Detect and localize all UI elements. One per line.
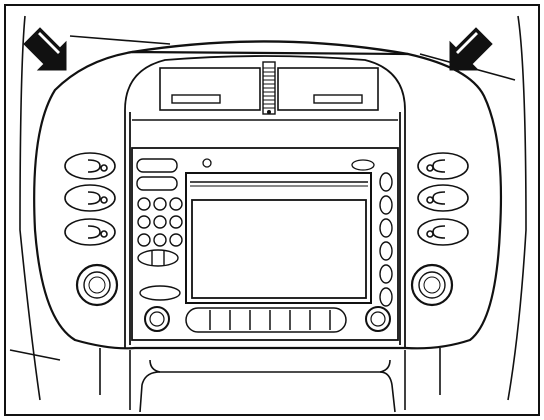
display-screen (185, 172, 372, 304)
keypad (136, 158, 183, 301)
arrow-icon (449, 27, 493, 71)
right-control-buttons (417, 152, 469, 246)
eject-button (351, 159, 375, 171)
air-vent-left (159, 67, 261, 111)
tuning-knob (365, 306, 391, 332)
right-round-vent (410, 263, 454, 307)
arrow-icon (23, 27, 67, 71)
side-buttons (379, 172, 393, 307)
inner-console (124, 55, 406, 348)
preset-strip (185, 307, 347, 333)
vent-adjuster (262, 61, 276, 115)
drawing-frame (4, 4, 540, 416)
bezel-top-edge (131, 40, 409, 56)
left-control-buttons (64, 152, 116, 246)
indicator-light (202, 158, 212, 168)
lower-console (99, 348, 441, 413)
air-vent-right (277, 67, 379, 111)
left-round-vent (75, 263, 119, 307)
dashboard-outline (9, 15, 527, 401)
volume-knob (144, 306, 170, 332)
